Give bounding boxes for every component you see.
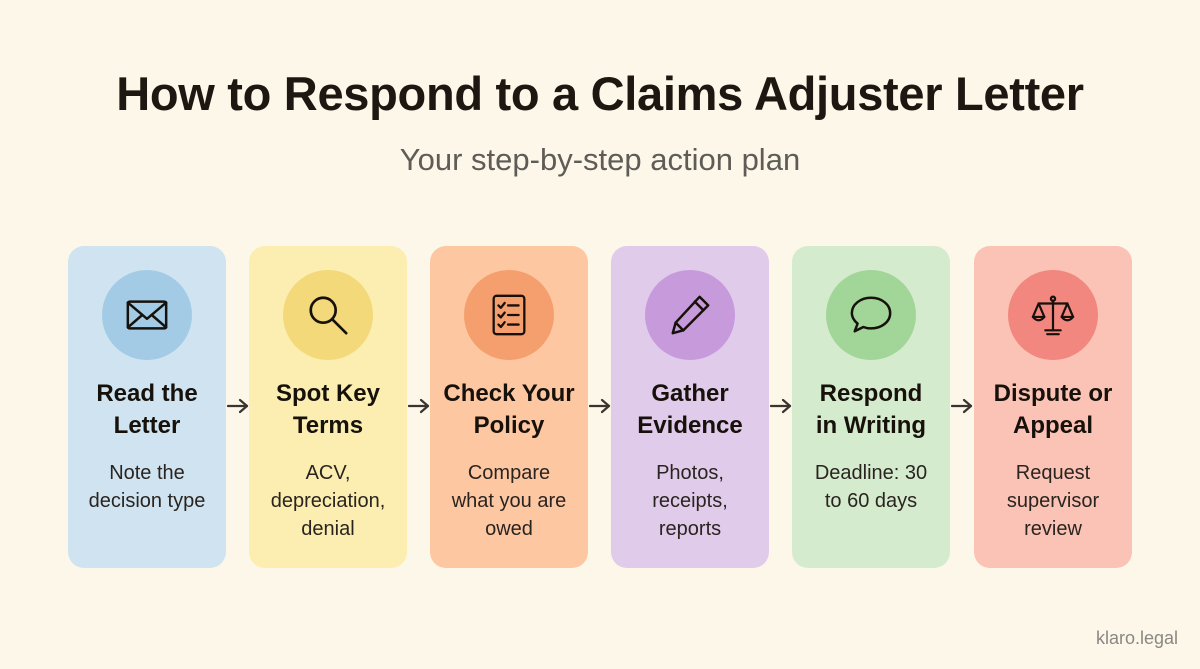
step-icon-circle [102,270,192,360]
arrow-right-icon [589,398,611,414]
step-title: Read the Letter [96,380,198,439]
step-title: Dispute or Appeal [993,380,1113,439]
step-title: Spot Key Terms [275,380,380,439]
step-icon-circle [1008,270,1098,360]
pencil-icon [671,295,710,335]
step-description: Photos, receipts, reports [652,462,728,540]
watermark-brand: klaro.legal [1095,628,1178,648]
arrow-right-icon [770,398,792,414]
step-card-read-letter: Read the Letter Note the decision type [68,246,226,568]
step-description: Deadline: 30 to 60 days [814,462,928,512]
step-card-check-policy: Check Your Policy Compare what you are o… [430,246,588,568]
speech-bubble-icon [850,296,892,333]
step-icon-circle [826,270,916,360]
scales-icon [1031,295,1075,336]
checklist-icon [492,294,526,336]
step-title: Respond in Writing [815,380,927,439]
page-subtitle: Your step-by-step action plan [399,142,801,177]
envelope-icon [126,300,168,330]
arrow-right-icon [227,398,249,414]
step-description: Compare what you are owed [451,462,567,540]
arrow-right-icon [408,398,430,414]
step-icon-circle [283,270,373,360]
step-card-gather-evidence: Gather Evidence Photos, receipts, report… [611,246,769,568]
arrow-right-icon [951,398,973,414]
page-title: How to Respond to a Claims Adjuster Lett… [116,67,1084,120]
steps-flow: Read the Letter Note the decision type S… [68,246,1132,568]
step-icon-circle [464,270,554,360]
step-description: Request supervisor review [1006,462,1100,540]
step-description: Note the decision type [88,462,206,512]
magnifier-icon [309,296,348,335]
step-title: Check Your Policy [443,380,575,439]
step-icon-circle [645,270,735,360]
step-card-dispute-or-appeal: Dispute or Appeal Request supervisor rev… [974,246,1132,568]
step-card-spot-key-terms: Spot Key Terms ACV, depreciation, denial [249,246,407,568]
step-card-respond-in-writing: Respond in Writing Deadline: 30 to 60 da… [792,246,950,568]
step-description: ACV, depreciation, denial [270,462,386,540]
step-title: Gather Evidence [637,380,743,439]
